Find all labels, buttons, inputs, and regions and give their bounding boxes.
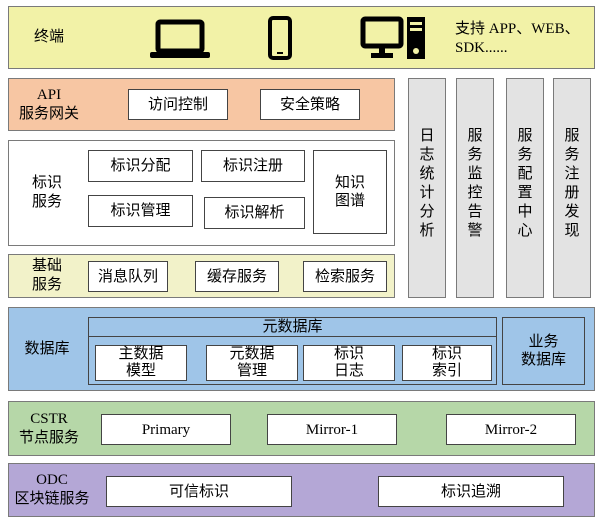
metadata-management-line2: 管理 (236, 363, 267, 379)
terminal-layer: 终端 支持 APP、WEB、 SDK...... (8, 6, 595, 69)
identifier-log-line2: 日志 (333, 363, 364, 379)
identifier-service-label-line2: 服务 (31, 194, 62, 210)
basic-service-label-line1: 基础 (31, 258, 62, 274)
identifier-resolution-box: 标识解析 (204, 197, 305, 229)
log-analysis-column: 日志统计分析 (408, 78, 446, 298)
basic-service-layer: 基础 服务 消息队列 缓存服务 检索服务 (8, 254, 395, 298)
identifier-tracing-box: 标识追溯 (378, 476, 564, 507)
master-data-model-line2: 模型 (125, 363, 156, 379)
database-label-text: 数据库 (24, 340, 70, 357)
terminal-support-line1: 支持 APP、WEB、 (455, 21, 580, 37)
trusted-identifier-label: 可信标识 (168, 483, 229, 500)
metadata-db-title: 元数据库 (89, 318, 496, 337)
odc-label: ODC 区块链服务 (9, 464, 95, 516)
mirror-1-node-box: Mirror-1 (267, 414, 397, 445)
metadata-db-group: 元数据库 主数据 模型 元数据 管理 标识 日志 标识 索引 (88, 317, 497, 385)
trusted-identifier-box: 可信标识 (106, 476, 292, 507)
mirror-1-node-label: Mirror-1 (305, 421, 359, 438)
identifier-management-box: 标识管理 (88, 195, 193, 227)
identifier-allocation-label: 标识分配 (110, 158, 171, 174)
laptop-icon (149, 19, 211, 59)
api-gateway-label: API 服务网关 (9, 79, 89, 130)
message-queue-box: 消息队列 (88, 261, 168, 292)
basic-service-label-line2: 服务 (31, 277, 62, 293)
metadata-db-title-text: 元数据库 (262, 319, 323, 335)
config-center-column: 服务配置中心 (506, 78, 544, 298)
odc-label-line2: 区块链服务 (14, 491, 90, 507)
master-data-model-box: 主数据 模型 (95, 345, 187, 381)
service-monitoring-label: 服务监控告警 (467, 128, 483, 239)
cstr-label-line2: 节点服务 (18, 429, 79, 446)
business-database-line1: 业务 (528, 334, 559, 350)
log-analysis-label: 日志统计分析 (419, 128, 435, 239)
cache-service-label: 缓存服务 (206, 268, 267, 285)
master-data-model-line1: 主数据 (118, 346, 164, 362)
identifier-registration-box: 标识注册 (201, 150, 305, 182)
cstr-node-service-layer: CSTR 节点服务 Primary Mirror-1 Mirror-2 (8, 401, 595, 456)
odc-blockchain-service-layer: ODC 区块链服务 可信标识 标识追溯 (8, 463, 595, 517)
access-control-box: 访问控制 (128, 89, 228, 120)
api-gateway-layer: API 服务网关 访问控制 安全策略 (8, 78, 395, 131)
identifier-service-label-line1: 标识 (31, 175, 62, 191)
knowledge-graph-line2: 图谱 (334, 193, 365, 209)
message-queue-label: 消息队列 (97, 268, 158, 285)
knowledge-graph-line1: 知识 (334, 175, 365, 191)
identifier-allocation-box: 标识分配 (88, 150, 193, 182)
terminal-label-text: 终端 (33, 29, 64, 45)
identifier-resolution-label: 标识解析 (224, 205, 285, 221)
terminal-support-line2: SDK...... (455, 40, 508, 56)
desktop-computer-icon (360, 15, 428, 61)
database-layer: 数据库 元数据库 主数据 模型 元数据 管理 标识 日志 标识 索引 业务 数据… (8, 307, 595, 391)
cache-service-box: 缓存服务 (195, 261, 279, 292)
security-policy-box: 安全策略 (260, 89, 360, 120)
identifier-index-box: 标识 索引 (402, 345, 492, 381)
identifier-service-layer: 标识 服务 标识分配 标识注册 标识管理 标识解析 知识 图谱 (8, 140, 395, 246)
security-policy-label: 安全策略 (279, 96, 340, 113)
search-service-box: 检索服务 (303, 261, 387, 292)
identifier-management-label: 标识管理 (110, 203, 171, 219)
service-discovery-column: 服务注册发现 (553, 78, 591, 298)
identifier-log-box: 标识 日志 (303, 345, 395, 381)
odc-label-line1: ODC (36, 472, 68, 488)
identifier-index-line1: 标识 (431, 346, 462, 362)
business-database-line2: 数据库 (520, 352, 566, 368)
basic-service-label: 基础 服务 (9, 255, 85, 297)
service-monitoring-column: 服务监控告警 (456, 78, 494, 298)
cstr-label-line1: CSTR (30, 410, 68, 427)
search-service-label: 检索服务 (314, 268, 375, 285)
api-gateway-label-line2: 服务网关 (18, 105, 79, 122)
primary-node-label: Primary (141, 421, 191, 438)
access-control-label: 访问控制 (147, 96, 208, 113)
mirror-2-node-box: Mirror-2 (446, 414, 576, 445)
identifier-tracing-label: 标识追溯 (440, 483, 501, 500)
terminal-label: 终端 (9, 7, 89, 68)
config-center-label: 服务配置中心 (517, 128, 533, 239)
identifier-index-line2: 索引 (431, 363, 462, 379)
knowledge-graph-box: 知识 图谱 (313, 150, 387, 234)
service-discovery-label: 服务注册发现 (564, 128, 580, 239)
identifier-log-line1: 标识 (333, 346, 364, 362)
business-database-box: 业务 数据库 (502, 317, 585, 385)
metadata-management-line1: 元数据 (229, 346, 275, 362)
identifier-service-label: 标识 服务 (9, 141, 85, 245)
metadata-management-box: 元数据 管理 (206, 345, 298, 381)
api-gateway-label-line1: API (36, 86, 62, 103)
identifier-registration-label: 标识注册 (222, 158, 283, 174)
primary-node-box: Primary (101, 414, 231, 445)
terminal-support-text: 支持 APP、WEB、 SDK...... (455, 20, 595, 58)
database-label: 数据库 (9, 308, 85, 390)
cstr-label: CSTR 节点服务 (9, 402, 89, 455)
mirror-2-node-label: Mirror-2 (484, 421, 538, 438)
smartphone-icon (267, 15, 293, 61)
